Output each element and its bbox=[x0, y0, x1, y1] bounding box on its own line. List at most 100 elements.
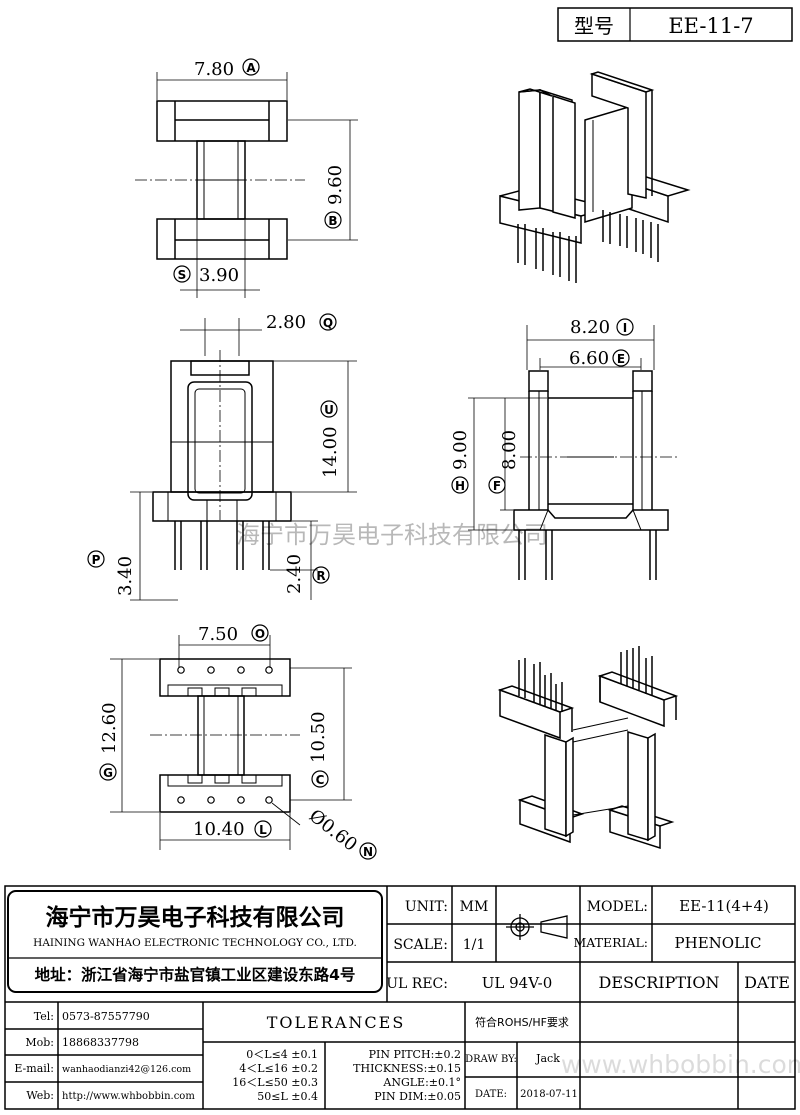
svg-text:I: I bbox=[623, 321, 627, 335]
svg-text:B: B bbox=[328, 214, 337, 228]
dim-P-value: 3.40 bbox=[115, 556, 136, 596]
rohs-note: 符合ROHS/HF要求 bbox=[475, 1015, 569, 1029]
dim-R-badge: R bbox=[312, 566, 330, 584]
date-header: DATE bbox=[744, 973, 790, 992]
dim-S-value: 3.90 bbox=[199, 265, 239, 286]
svg-text:O: O bbox=[255, 627, 265, 641]
scale-label: SCALE: bbox=[393, 937, 448, 953]
pin-dim: PIN DIM:±0.05 bbox=[374, 1090, 461, 1103]
side-view-dims bbox=[468, 325, 680, 531]
dim-I-value: 8.20 bbox=[570, 317, 610, 338]
ul-rec-value: UL 94V-0 bbox=[482, 974, 553, 992]
company-address: 地址：浙江省海宁市盐官镇工业区建设东路4号 bbox=[35, 965, 356, 984]
scale-value: 1/1 bbox=[463, 937, 486, 953]
dim-I-badge: I bbox=[616, 318, 634, 336]
type-label: 型号 bbox=[574, 14, 614, 38]
tol-2: 4＜L≤16 ±0.2 bbox=[239, 1062, 318, 1075]
svg-text:P: P bbox=[92, 553, 101, 567]
material-label: MATERIAL: bbox=[574, 935, 649, 950]
dim-Q-value: 2.80 bbox=[266, 312, 306, 333]
dim-S-badge: S bbox=[173, 265, 191, 283]
dim-F-badge: F bbox=[488, 476, 506, 494]
dim-O-value: 7.50 bbox=[198, 624, 238, 645]
tolerances-label: TOLERANCES bbox=[267, 1013, 406, 1032]
dim-F-value: 8.00 bbox=[499, 430, 520, 470]
bottom-view-dims bbox=[110, 635, 352, 850]
model-tag: 型号 EE-11-7 bbox=[557, 7, 793, 42]
unit-value: MM bbox=[460, 899, 489, 915]
svg-text:F: F bbox=[493, 479, 501, 493]
svg-text:S: S bbox=[178, 268, 187, 282]
type-value: EE-11-7 bbox=[668, 14, 753, 38]
iso-view-bottom bbox=[497, 646, 679, 850]
dim-G-value: 12.60 bbox=[99, 702, 120, 754]
iso-view-top bbox=[499, 71, 691, 283]
dim-C-badge: C bbox=[311, 770, 329, 788]
draw-by-label: DRAW BY: bbox=[465, 1054, 517, 1065]
dim-C-value: 10.50 bbox=[308, 711, 329, 763]
projection-symbol-icon bbox=[506, 914, 568, 940]
dim-L-value: 10.40 bbox=[193, 819, 245, 840]
svg-text:E: E bbox=[617, 352, 625, 366]
dim-G-badge: G bbox=[99, 763, 117, 781]
dim-B-badge: B bbox=[324, 211, 342, 229]
date-value: 2018-07-11 bbox=[520, 1089, 578, 1100]
angle: ANGLE:±0.1° bbox=[382, 1076, 461, 1089]
dim-U-value: 14.00 bbox=[320, 426, 341, 478]
unit-label: UNIT: bbox=[405, 899, 448, 915]
dim-A-badge: A bbox=[242, 58, 260, 76]
dim-B-value: 9.60 bbox=[325, 165, 346, 205]
tel-value: 0573-87557790 bbox=[62, 1010, 150, 1023]
model-value: EE-11(4+4) bbox=[679, 897, 769, 915]
svg-text:C: C bbox=[316, 773, 325, 787]
svg-text:L: L bbox=[259, 823, 267, 837]
dim-A-value: 7.80 bbox=[194, 59, 234, 80]
dim-Q-badge: Q bbox=[319, 313, 337, 331]
svg-text:Q: Q bbox=[323, 316, 333, 330]
email-value: wanhaodianzi42@126.com bbox=[62, 1064, 191, 1075]
svg-text:N: N bbox=[363, 845, 373, 859]
ul-rec-label: UL REC: bbox=[386, 976, 448, 992]
thickness: THICKNESS:±0.15 bbox=[353, 1062, 461, 1075]
mob-value: 18868337798 bbox=[62, 1036, 139, 1049]
web-label: Web: bbox=[26, 1089, 54, 1102]
dim-H-value: 9.00 bbox=[450, 430, 471, 470]
description-header: DESCRIPTION bbox=[599, 973, 720, 992]
svg-text:G: G bbox=[103, 766, 113, 780]
svg-text:A: A bbox=[246, 61, 256, 75]
front-view-dims bbox=[130, 318, 357, 601]
dim-R-value: 2.40 bbox=[284, 554, 305, 594]
watermark-corner: www.whbobbin.com bbox=[561, 1050, 800, 1079]
dim-E-badge: E bbox=[612, 349, 630, 367]
watermark-center: 海宁市万昊电子科技有限公司 bbox=[236, 521, 548, 549]
side-view bbox=[513, 370, 669, 580]
dim-H-badge: H bbox=[451, 476, 469, 494]
mob-label: Mob: bbox=[25, 1036, 54, 1049]
svg-text:H: H bbox=[455, 479, 465, 493]
dim-N-value: Ø0.60 bbox=[305, 805, 361, 855]
model-label: MODEL: bbox=[587, 899, 648, 915]
dim-U-badge: U bbox=[320, 400, 338, 418]
title-block-frame bbox=[4, 885, 796, 1110]
pin-pitch: PIN PITCH:±0.2 bbox=[369, 1048, 461, 1061]
material-value: PHENOLIC bbox=[675, 934, 762, 952]
dim-E-value: 6.60 bbox=[569, 348, 609, 369]
svg-text:U: U bbox=[324, 403, 334, 417]
top-view-dims bbox=[135, 72, 358, 298]
email-label: E-mail: bbox=[14, 1062, 54, 1075]
tol-3: 16＜L≤50 ±0.3 bbox=[232, 1076, 318, 1089]
company-box bbox=[7, 890, 383, 993]
draw-by-value: Jack bbox=[535, 1052, 560, 1065]
web-value: http://www.whbobbin.com bbox=[62, 1091, 195, 1102]
dim-O-badge: O bbox=[251, 624, 269, 642]
tol-4: 50≤L ±0.4 bbox=[257, 1090, 318, 1103]
tel-label: Tel: bbox=[34, 1010, 54, 1023]
company-en: HAINING WANHAO ELECTRONIC TECHNOLOGY CO.… bbox=[33, 937, 357, 949]
dim-N-badge: N bbox=[359, 842, 377, 860]
svg-text:R: R bbox=[316, 569, 325, 583]
company-cn: 海宁市万昊电子科技有限公司 bbox=[46, 904, 345, 931]
date-field-label: DATE: bbox=[475, 1089, 507, 1100]
tol-1: 0＜L≤4 ±0.1 bbox=[246, 1048, 318, 1061]
